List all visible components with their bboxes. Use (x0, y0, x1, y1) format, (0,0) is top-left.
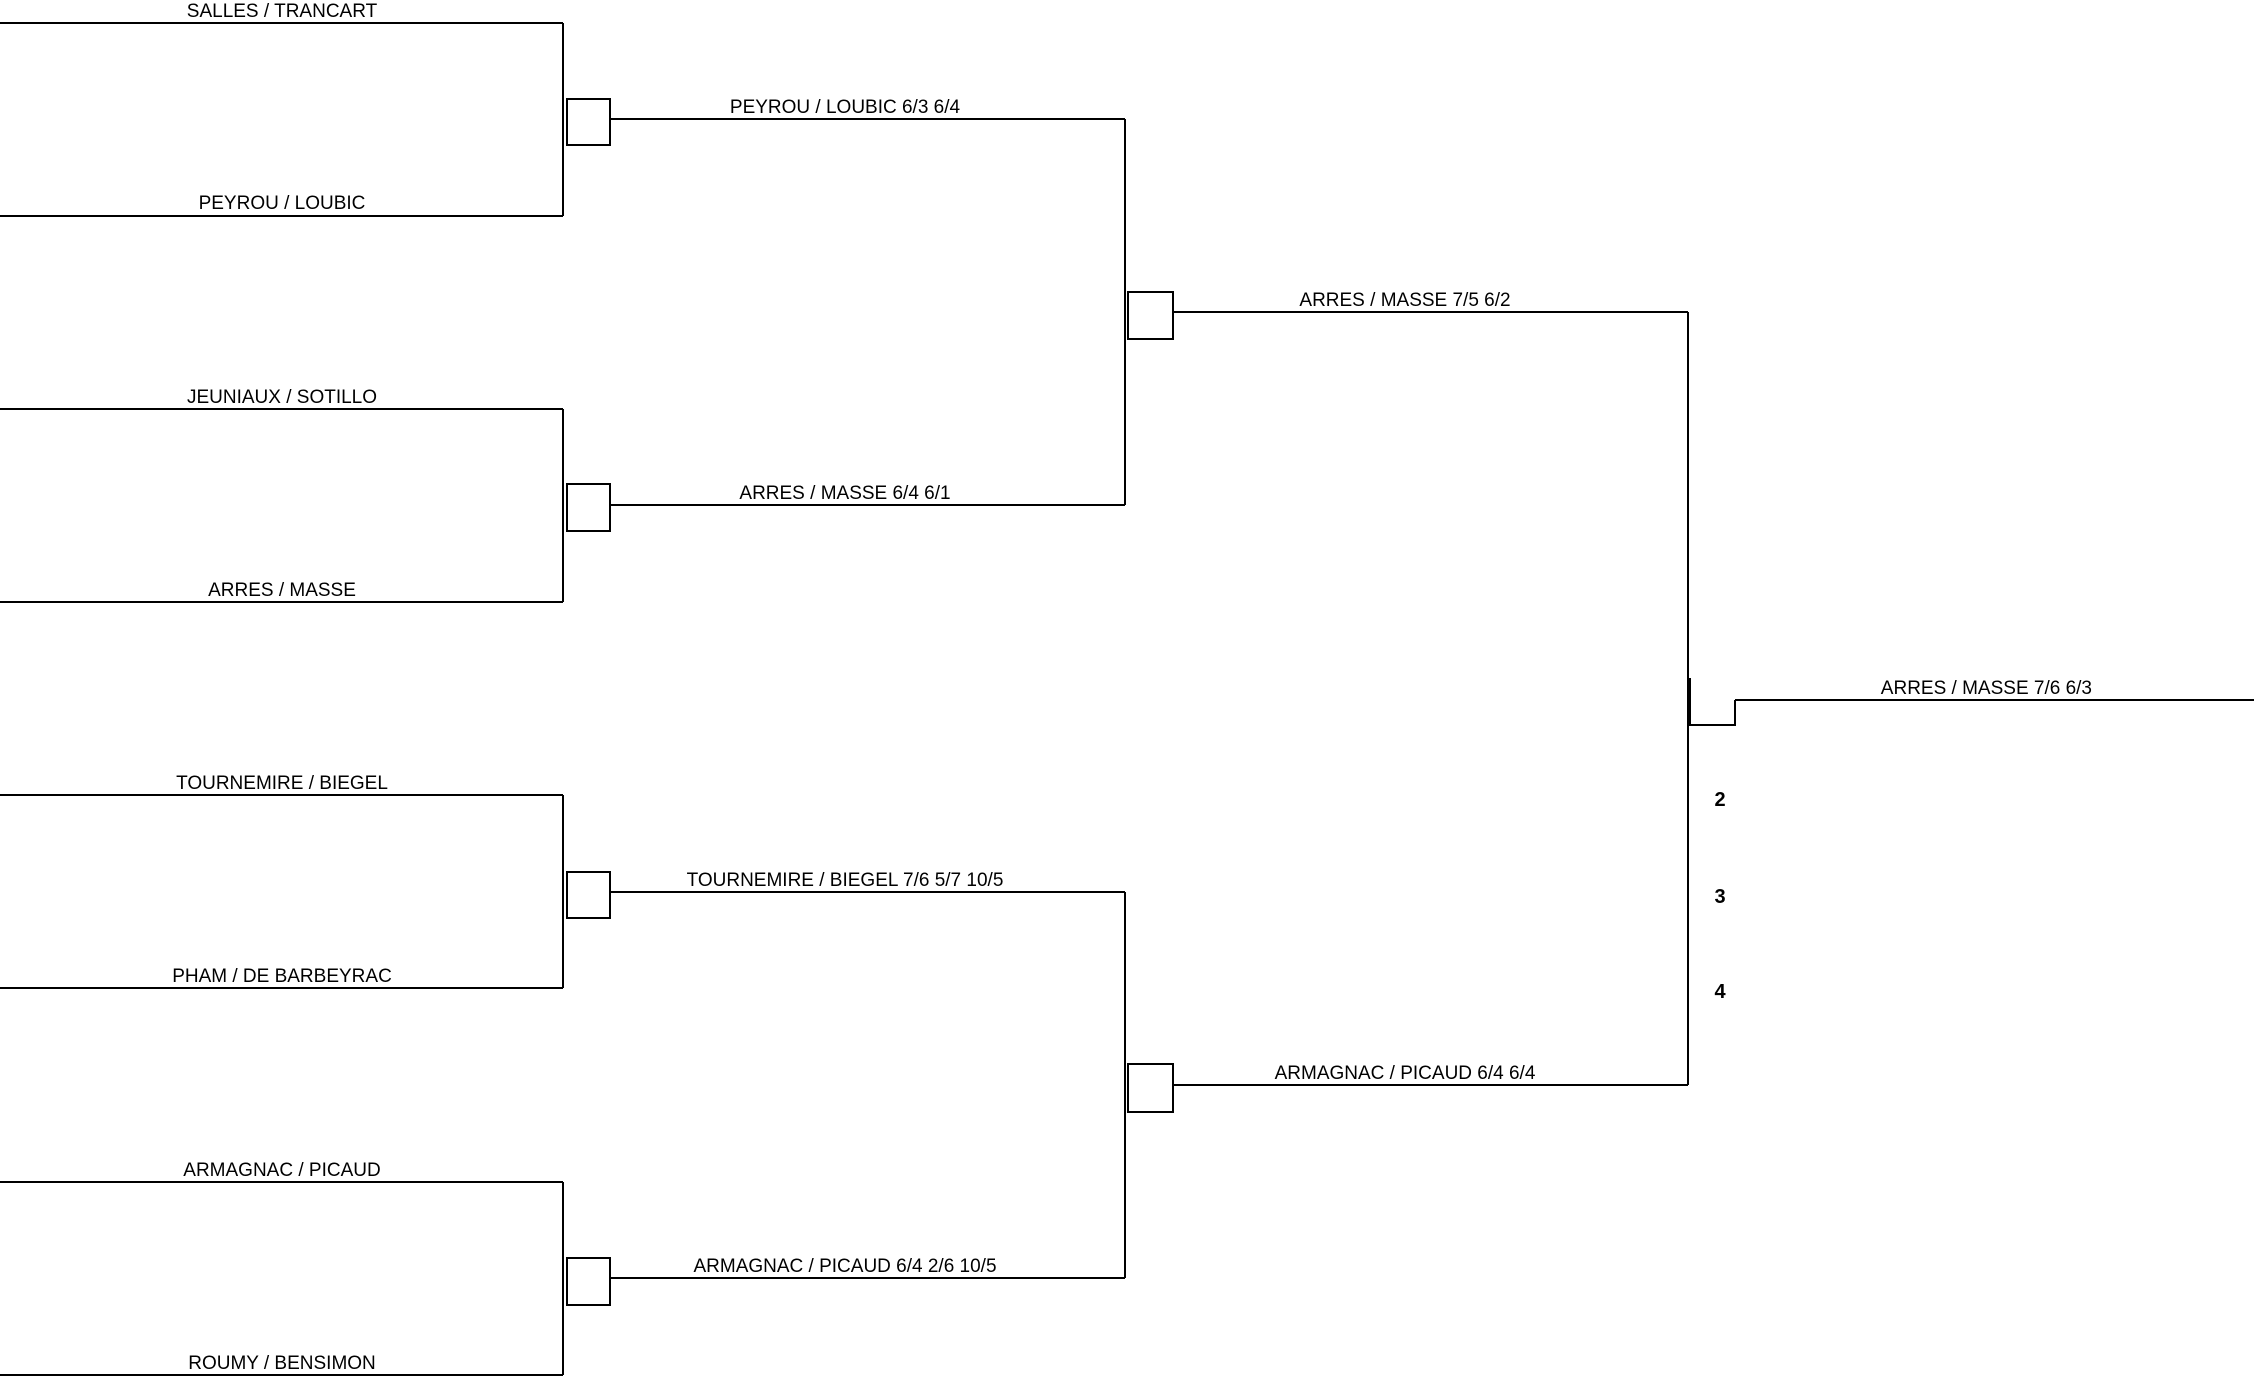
r1-player-7: ARMAGNAC / PICAUD (183, 1160, 380, 1181)
qf-winner-4: ARMAGNAC / PICAUD 6/4 2/6 10/5 (693, 1256, 996, 1277)
final-score-box[interactable] (1689, 678, 1736, 726)
qf-winner-3: TOURNEMIRE / BIEGEL 7/6 5/7 10/5 (687, 870, 1004, 891)
r1-player-8: ROUMY / BENSIMON (188, 1353, 376, 1374)
final-winner: ARRES / MASSE 7/6 6/3 (1881, 678, 2092, 699)
r1-score-box-4[interactable] (566, 1257, 611, 1306)
place-3: 3 (1714, 886, 1725, 908)
r1-score-box-3[interactable] (566, 871, 611, 919)
r1-player-1: SALLES / TRANCART (187, 1, 378, 22)
place-2: 2 (1714, 789, 1725, 811)
r1-player-3: JEUNIAUX / SOTILLO (187, 387, 377, 408)
r1-player-6: PHAM / DE BARBEYRAC (172, 966, 392, 987)
r1-player-4: ARRES / MASSE (208, 580, 356, 601)
qf-winner-2: ARRES / MASSE 6/4 6/1 (739, 483, 950, 504)
sf-winner-2: ARMAGNAC / PICAUD 6/4 6/4 (1275, 1063, 1536, 1084)
place-4: 4 (1714, 981, 1726, 1003)
qf-score-box-1[interactable] (1127, 291, 1174, 340)
qf-score-box-2[interactable] (1127, 1063, 1174, 1113)
r1-score-box-2[interactable] (566, 483, 611, 532)
sf-winner-1: ARRES / MASSE 7/5 6/2 (1299, 290, 1510, 311)
r1-player-2: PEYROU / LOUBIC (199, 193, 366, 214)
r1-player-5: TOURNEMIRE / BIEGEL (176, 773, 388, 794)
r1-score-box-1[interactable] (566, 98, 611, 146)
qf-winner-1: PEYROU / LOUBIC 6/3 6/4 (730, 97, 961, 118)
